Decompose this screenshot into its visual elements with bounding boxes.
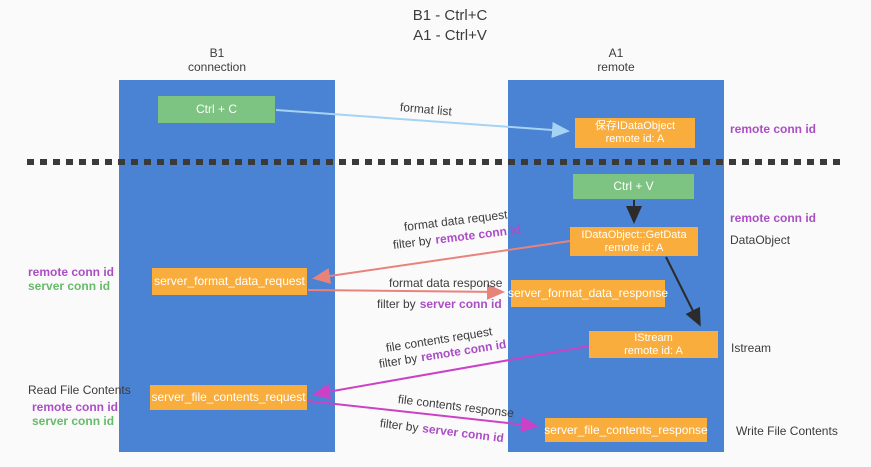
- filter-prefix: filter by: [377, 297, 416, 311]
- title-line-2: A1 - Ctrl+V: [413, 27, 487, 44]
- format-data-response-arrow: [307, 283, 505, 300]
- node-idataobject-getdata: IDataObject::GetData remote id: A: [570, 227, 698, 256]
- filter-prefix: filter by: [379, 416, 420, 435]
- annotation-write-file-contents: Write File Contents: [736, 424, 838, 438]
- label-file-contents-response-filter: filter by server conn id: [379, 416, 504, 445]
- node-ctrl-v-label: Ctrl + V: [613, 179, 654, 193]
- node-ctrl-c: Ctrl + C: [158, 96, 275, 123]
- node-ctrl-c-label: Ctrl + C: [195, 102, 237, 116]
- node-server-format-data-request: server_format_data_request: [152, 268, 307, 295]
- annotation-server-conn-id-1: server conn id: [28, 279, 111, 293]
- node-server-file-contents-response: server_file_contents_response: [544, 418, 708, 442]
- lane-b1-subtitle: connection: [187, 60, 247, 74]
- annotation-remote-conn-id-1: remote conn id: [28, 265, 115, 279]
- label-format-list: format list: [399, 100, 453, 119]
- session-divider-dashed-line: [27, 159, 844, 165]
- annotation-istream: Istream: [731, 341, 772, 355]
- node-server-format-data-response: server_format_data_response: [507, 280, 669, 307]
- annotation-remote-conn-id-2: remote conn id: [32, 400, 119, 414]
- lane-header-a1: A1 remote: [508, 46, 724, 74]
- node-idataobject-getdata-line1: IDataObject::GetData: [581, 228, 687, 241]
- node-saved-idataobject: 保存IDataObject remote id: A: [575, 118, 695, 148]
- node-server-format-data-request-label: server_format_data_request: [154, 274, 305, 288]
- annotation-server-conn-id-2: server conn id: [32, 414, 115, 428]
- lane-b1-title: B1: [209, 46, 225, 60]
- filter-key-server-conn-id: server conn id: [421, 421, 505, 446]
- node-idataobject-getdata-line2: remote id: A: [604, 241, 664, 254]
- node-istream-line1: IStream: [634, 331, 673, 344]
- node-saved-idataobject-line2: remote id: A: [605, 133, 665, 145]
- node-server-format-data-response-label: server_format_data_response: [507, 286, 669, 300]
- annotation-read-file-contents: Read File Contents: [28, 383, 131, 397]
- lane-a1-subtitle: remote: [597, 60, 635, 74]
- filter-prefix: filter by: [377, 351, 419, 371]
- node-server-file-contents-request: server_file_contents_request: [150, 385, 307, 410]
- node-server-file-contents-request-label: server_file_contents_request: [151, 390, 306, 404]
- annotation-remote-conn-id-mid: remote conn id: [730, 211, 817, 225]
- filter-prefix: filter by: [392, 233, 433, 252]
- annotation-remote-conn-id-top: remote conn id: [730, 122, 817, 136]
- node-istream: IStream remote id: A: [589, 331, 718, 358]
- node-saved-idataobject-line1: 保存IDataObject: [594, 120, 676, 132]
- node-ctrl-v: Ctrl + V: [573, 174, 694, 199]
- node-istream-line2: remote id: A: [624, 344, 683, 357]
- label-file-contents-response: file contents response: [397, 392, 515, 421]
- title-line-1: B1 - Ctrl+C: [412, 7, 488, 24]
- annotation-dataobject: DataObject: [730, 233, 791, 247]
- filter-key-server-conn-id: server conn id: [419, 297, 502, 311]
- node-server-file-contents-response-label: server_file_contents_response: [544, 422, 708, 437]
- lane-a1-title: A1: [608, 46, 624, 60]
- lane-header-b1: B1 connection: [109, 46, 325, 74]
- label-format-data-response: format data response: [389, 276, 503, 290]
- diagram-title: B1 - Ctrl+C A1 - Ctrl+V: [200, 6, 700, 46]
- label-format-data-response-filter: filter by server conn id: [377, 297, 502, 311]
